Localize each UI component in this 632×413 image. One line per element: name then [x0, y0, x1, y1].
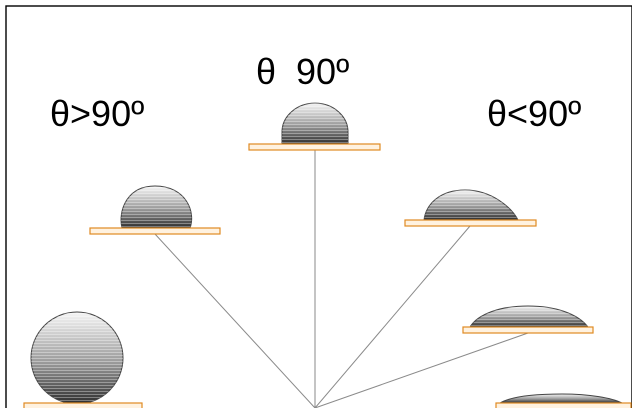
- drop-neutral: [248, 102, 381, 151]
- substrate-plate: [89, 227, 221, 235]
- substrate-plate: [495, 402, 632, 410]
- substrate-plate: [23, 402, 143, 410]
- angle-label-neutral: θ 90º: [256, 51, 350, 92]
- drop-obtuse-2: [23, 311, 143, 410]
- droplet-stripes: [121, 186, 192, 228]
- substrate-plate: [462, 326, 594, 334]
- angle-label-hydrophobic: θ>90º: [50, 93, 145, 134]
- substrate-plate: [404, 219, 537, 227]
- droplet-stripes: [470, 306, 588, 327]
- droplet-stripes: [31, 312, 123, 404]
- droplet-stripes: [282, 103, 348, 144]
- frame: [5, 5, 632, 413]
- connector-upper-right: [314, 225, 471, 409]
- drop-acute-2: [462, 305, 594, 334]
- substrate-plate: [248, 143, 381, 151]
- connector-lower-right: [314, 332, 529, 409]
- droplet-shape: [498, 393, 623, 404]
- connector-upper-left: [154, 233, 316, 409]
- drop-obtuse-1: [89, 185, 221, 235]
- connector-lines: [154, 150, 529, 409]
- angle-label-hydrophilic: θ<90º: [487, 93, 582, 134]
- drop-acute-1: [404, 189, 537, 227]
- droplet-stripes: [424, 190, 518, 220]
- drop-acute-3: [495, 393, 632, 410]
